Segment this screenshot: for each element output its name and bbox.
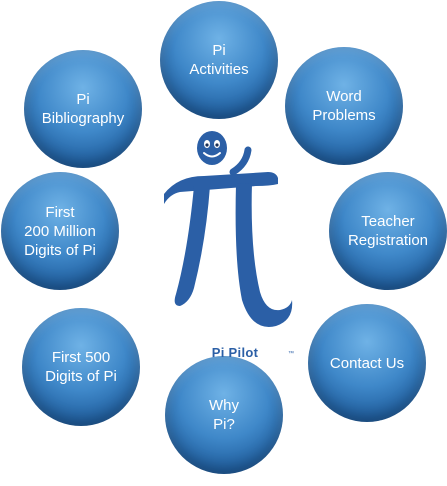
pi-pilot-logo-text: Pi Pilot: [211, 345, 259, 360]
teacher-registration-label: Teacher Registration: [347, 213, 429, 249]
why-pi-label: Why Pi?: [209, 397, 239, 433]
why-pi-button[interactable]: Why Pi?: [165, 356, 283, 474]
pi-bibliography-label: Pi Bibliography: [41, 91, 125, 127]
word-problems-button[interactable]: Word Problems: [285, 47, 403, 165]
pi-mascot-icon: [164, 131, 293, 327]
contact-us-label: Contact Us: [329, 354, 405, 372]
word-problems-label: Word Problems: [312, 88, 376, 124]
pi-bibliography-button[interactable]: Pi Bibliography: [24, 50, 142, 168]
contact-us-button[interactable]: Contact Us: [308, 304, 426, 422]
first-500-digits-label: First 500 Digits of Pi: [45, 349, 117, 385]
first-500-digits-button[interactable]: First 500 Digits of Pi: [22, 308, 140, 426]
pi-activities-label: Pi Activities: [189, 42, 249, 78]
first-200-million-digits-label: First 200 Million Digits of Pi: [24, 203, 96, 259]
first-200-million-digits-button[interactable]: First 200 Million Digits of Pi: [1, 172, 119, 290]
pi-activities-button[interactable]: Pi Activities: [160, 1, 278, 119]
teacher-registration-button[interactable]: Teacher Registration: [329, 172, 447, 290]
trademark-symbol: ™: [288, 351, 294, 357]
